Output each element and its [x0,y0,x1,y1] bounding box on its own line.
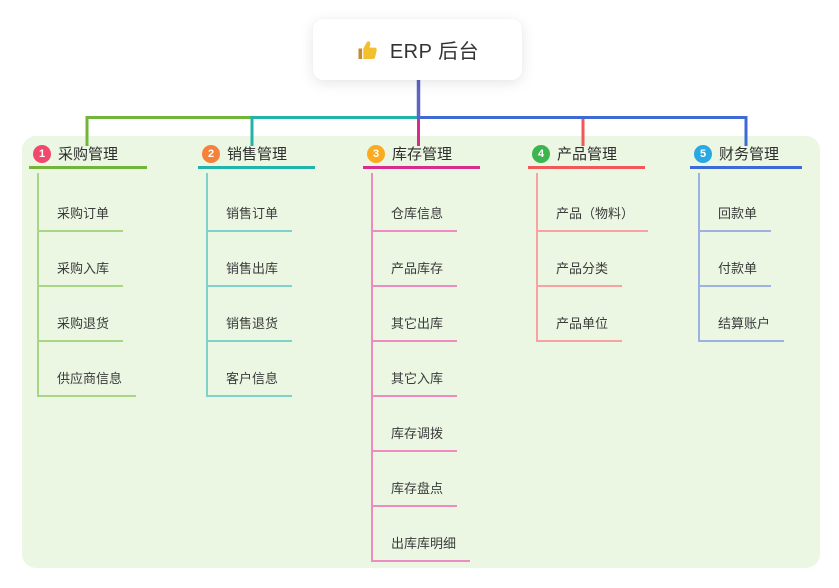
child-node-label: 其它出库 [391,316,444,331]
child-node-label: 销售出库 [226,261,279,276]
branch-trunk-line [536,173,538,341]
child-node[interactable]: 其它出库 [371,315,458,342]
branch-trunk-line [206,173,208,396]
child-node[interactable]: 产品单位 [536,315,623,342]
child-node[interactable]: 库存调拨 [371,425,458,452]
child-node[interactable]: 销售出库 [206,260,293,287]
branch-trunk-line [371,173,373,561]
child-node-label: 其它入库 [391,371,444,386]
child-node-label: 结算账户 [718,316,771,331]
branch-number-badge: 1 [33,144,51,163]
child-node[interactable]: 采购入库 [37,260,124,287]
child-node[interactable]: 客户信息 [206,370,293,397]
child-node-label: 产品单位 [556,316,609,331]
branch-header[interactable]: 3 库存管理 [363,144,480,169]
child-node-label: 采购退货 [57,316,110,331]
branch-header[interactable]: 2 销售管理 [198,144,315,169]
branch-number-badge: 5 [694,144,712,163]
branch-header[interactable]: 5 财务管理 [690,144,802,169]
child-node[interactable]: 其它入库 [371,370,458,397]
branch-header[interactable]: 4 产品管理 [528,144,645,169]
branch-number-badge: 2 [202,144,220,163]
child-node[interactable]: 供应商信息 [37,370,137,397]
child-node[interactable]: 仓库信息 [371,205,458,232]
child-node[interactable]: 销售退货 [206,315,293,342]
branch-header[interactable]: 1 采购管理 [29,144,147,169]
child-node-label: 产品（物料） [556,206,635,221]
child-node[interactable]: 结算账户 [698,315,785,342]
mindmap-background-panel [22,136,820,568]
child-node-label: 供应商信息 [57,371,123,386]
child-node[interactable]: 销售订单 [206,205,293,232]
child-node[interactable]: 库存盘点 [371,480,458,507]
branch-label: 库存管理 [392,146,453,163]
child-node[interactable]: 付款单 [698,260,772,287]
branch-label: 产品管理 [557,146,618,163]
thumbs-up-icon [356,38,380,62]
child-node[interactable]: 采购订单 [37,205,124,232]
branch-number-badge: 4 [532,144,550,163]
child-node-label: 采购入库 [57,261,110,276]
child-node-label: 销售订单 [226,206,279,221]
child-node-label: 库存盘点 [391,481,444,496]
child-node[interactable]: 产品（物料） [536,205,649,232]
child-node-label: 客户信息 [226,371,279,386]
child-node-label: 采购订单 [57,206,110,221]
branch-trunk-line [37,173,39,396]
child-node[interactable]: 出库库明细 [371,535,471,562]
child-node-label: 产品分类 [556,261,609,276]
branch-label: 财务管理 [719,146,780,163]
branch-label: 销售管理 [227,146,288,163]
root-title: ERP 后台 [389,41,480,63]
child-node-label: 产品库存 [391,261,444,276]
child-node[interactable]: 产品库存 [371,260,458,287]
branch-trunk-line [698,173,700,341]
child-node-label: 回款单 [718,206,758,221]
child-node-label: 仓库信息 [391,206,444,221]
child-node-label: 销售退货 [226,316,279,331]
child-node-label: 出库库明细 [391,536,457,551]
child-node[interactable]: 回款单 [698,205,772,232]
branch-label: 采购管理 [58,146,119,163]
branch-number-badge: 3 [367,144,385,163]
child-node[interactable]: 采购退货 [37,315,124,342]
child-node-label: 库存调拨 [391,426,444,441]
root-node[interactable]: ERP 后台 [313,19,522,80]
child-node-label: 付款单 [718,261,758,276]
child-node[interactable]: 产品分类 [536,260,623,287]
